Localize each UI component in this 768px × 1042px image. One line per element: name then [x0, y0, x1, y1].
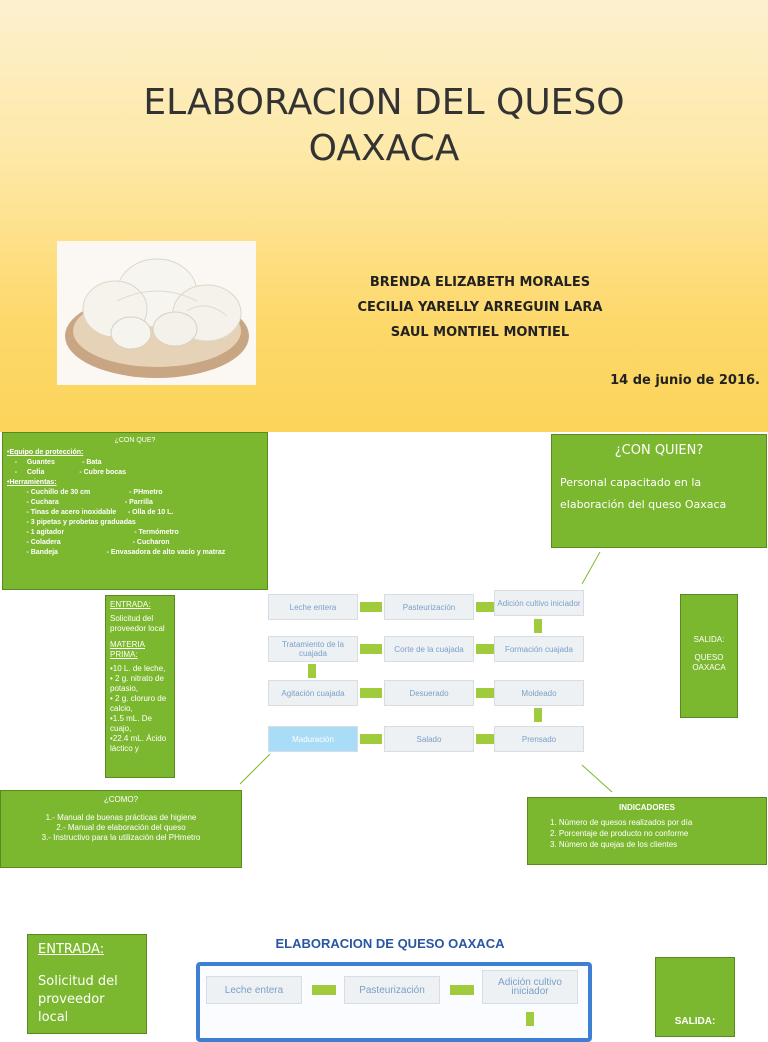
- salida-large-label: SALIDA:: [674, 1016, 716, 1027]
- como-item: 1.- Manual de buenas prácticas de higien…: [45, 813, 197, 822]
- flow-step: Corte de la cuajada: [384, 636, 474, 662]
- salida-product-1: QUESO: [694, 653, 724, 662]
- indicadores-heading: INDICADORES: [618, 803, 675, 812]
- author-1: BRENDA ELIZABETH MORALES: [369, 275, 591, 290]
- con-quien-text: Personal capacitado en la elaboración de…: [560, 476, 727, 511]
- process-slide: ¿CON QUE? •Equipo de protección: - Guant…: [0, 432, 768, 880]
- materia-prima-item: •22.4 mL. Ácido láctico y: [110, 734, 167, 753]
- arrow-right-icon: [360, 688, 382, 698]
- flow-step: Adición cultivo iniciador: [494, 590, 584, 616]
- flow-frame: Leche entera Pasteurización Adición cult…: [196, 962, 592, 1042]
- arrow-right-icon: [450, 985, 474, 995]
- con-que-box: ¿CON QUE? •Equipo de protección: - Guant…: [2, 432, 268, 590]
- con-que-line: - Cofia - Cubre bocas: [7, 469, 127, 476]
- flow-step: Pasteurización: [384, 594, 474, 620]
- con-que-line: - Cuchillo de 30 cm - PHmetro: [7, 489, 163, 496]
- slide-3-preview: ENTRADA: Solicitud del proveedor local E…: [0, 880, 768, 1042]
- como-heading: ¿COMO?: [103, 795, 139, 804]
- flow-step-highlight: Maduración: [268, 726, 358, 752]
- materia-prima-heading: MATERIA PRIMA:: [110, 640, 145, 659]
- flow-step: Desuerado: [384, 680, 474, 706]
- flow-step: Tratamiento de la cuajada: [268, 636, 358, 662]
- entrada-large-text: Solicitud del proveedor local: [38, 974, 118, 1025]
- con-que-line: - Tinas de acero inoxidable - Olla de 10…: [7, 509, 174, 516]
- indicadores-box: INDICADORES 1. Número de quesos realizad…: [527, 797, 767, 865]
- arrow-left-icon: [360, 734, 382, 744]
- slide-title: ELABORACION DEL QUESO OAXACA: [0, 80, 768, 172]
- como-item: 3.- Instructivo para la utilización del …: [41, 833, 201, 842]
- con-que-heading: ¿CON QUE?: [114, 437, 156, 444]
- flow-step: Moldeado: [494, 680, 584, 706]
- flow-title: ELABORACION DE QUESO OAXACA: [275, 936, 505, 951]
- entrada-box: ENTRADA: Solicitud del proveedor local M…: [105, 595, 175, 778]
- con-que-line: •Herramientas:: [7, 479, 57, 486]
- entrada-large-heading: ENTRADA:: [38, 942, 105, 957]
- arrow-down-icon: [526, 1012, 534, 1026]
- presentation-date: 14 de junio de 2016.: [610, 373, 760, 388]
- flow-step: Agitación cuajada: [268, 680, 358, 706]
- salida-product-2: OAXACA: [692, 663, 726, 672]
- arrow-right-icon: [476, 688, 498, 698]
- con-quien-heading: ¿CON QUIEN?: [614, 443, 704, 458]
- flow-step: Prensado: [494, 726, 584, 752]
- flow-step: Adición cultivo iniciador: [482, 970, 578, 1004]
- arrow-left-icon: [476, 644, 498, 654]
- arrow-right-icon: [360, 602, 382, 612]
- con-que-line: - Coladera - Cucharon: [7, 539, 170, 546]
- flow-step: Salado: [384, 726, 474, 752]
- indicador-item: 3. Número de quejas de los clientes: [550, 840, 678, 849]
- con-que-line: •Equipo de protección:: [7, 449, 84, 456]
- arrow-down-icon: [534, 708, 542, 722]
- authors-list: BRENDA ELIZABETH MORALES CECILIA YARELLY…: [345, 270, 615, 345]
- materia-prima-item: •1.5 mL. De cuajo,: [110, 714, 152, 733]
- author-3: SAUL MONTIEL MONTIEL: [390, 325, 570, 340]
- indicador-item: 2. Porcentaje de producto no conforme: [550, 829, 689, 838]
- title-line-2: OAXACA: [308, 128, 460, 169]
- como-box: ¿COMO? 1.- Manual de buenas prácticas de…: [0, 790, 242, 868]
- arrow-right-icon: [312, 985, 336, 995]
- con-que-line: - 3 pipetas y probetas graduadas: [7, 519, 136, 526]
- con-quien-box: ¿CON QUIEN? Personal capacitado en la el…: [551, 434, 767, 548]
- arrow-down-icon: [534, 619, 542, 633]
- title-line-1: ELABORACION DEL QUESO: [143, 82, 625, 123]
- entrada-heading: ENTRADA:: [110, 600, 151, 609]
- como-item: 2.- Manual de elaboración del queso: [56, 823, 186, 832]
- con-que-line: - Guantes - Bata: [7, 459, 102, 466]
- author-2: CECILIA YARELLY ARREGUIN LARA: [357, 300, 603, 315]
- salida-box: SALIDA: QUESO OAXACA: [680, 594, 738, 718]
- salida-label: SALIDA:: [693, 635, 725, 644]
- cheese-image: [57, 241, 256, 385]
- salida-large-box: SALIDA:: [655, 957, 735, 1037]
- flow-step: Formación cuajada: [494, 636, 584, 662]
- process-flow: Leche entera Pasteurización Adición cult…: [262, 586, 592, 756]
- arrow-left-icon: [476, 734, 498, 744]
- flow-step: Leche entera: [268, 594, 358, 620]
- flow-step: Pasteurización: [344, 976, 440, 1004]
- materia-prima-item: •10 L. de leche,: [110, 664, 166, 673]
- materia-prima-item: • 2 g. nitrato de potasio,: [110, 674, 164, 693]
- con-que-line: - Bandeja - Envasadora de alto vacío y m…: [7, 549, 226, 556]
- arrow-down-icon: [308, 664, 316, 678]
- title-slide: ELABORACION DEL QUESO OAXACA BRENDA ELIZ…: [0, 0, 768, 432]
- materia-prima-item: • 2 g. cloruro de calcio,: [110, 694, 167, 713]
- entrada-large-box: ENTRADA: Solicitud del proveedor local: [27, 934, 147, 1034]
- arrow-left-icon: [360, 644, 382, 654]
- indicador-item: 1. Número de quesos realizados por día: [550, 818, 693, 827]
- con-que-line: - Cuchara - Parrilla: [7, 499, 153, 506]
- flow-step: Leche entera: [206, 976, 302, 1004]
- entrada-text: Solicitud del proveedor local: [110, 614, 165, 633]
- arrow-right-icon: [476, 602, 498, 612]
- con-que-line: - 1 agitador - Termómetro: [7, 529, 179, 536]
